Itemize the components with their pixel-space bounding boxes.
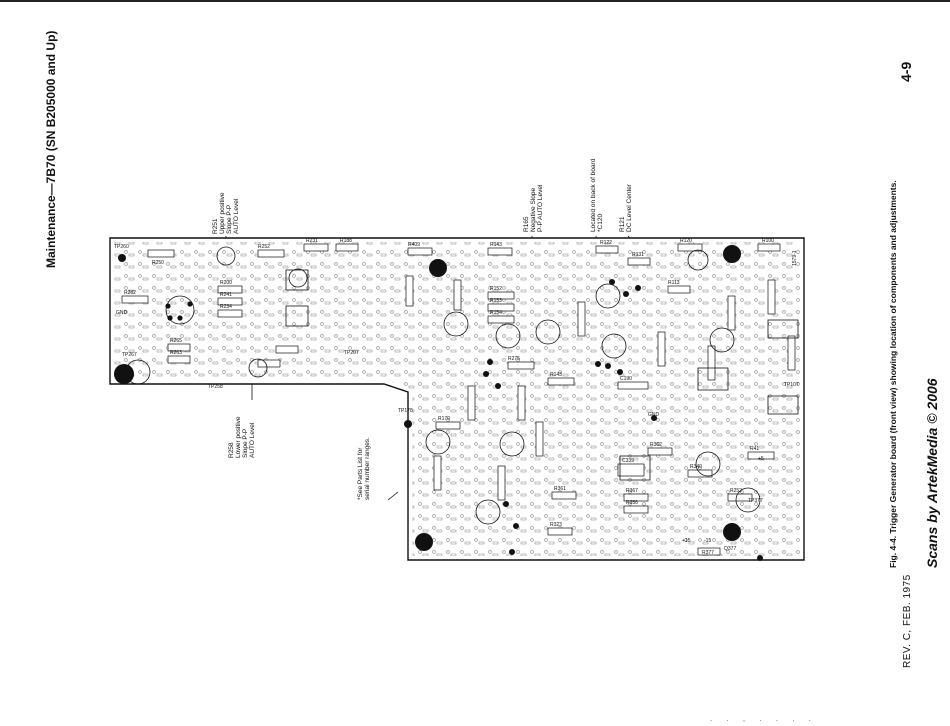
svg-text:R409: R409 [408, 242, 420, 248]
svg-text:TP260: TP260 [114, 244, 129, 250]
svg-text:GND: GND [116, 310, 128, 316]
svg-text:R265: R265 [170, 338, 182, 344]
svg-text:R188: R188 [340, 238, 352, 244]
svg-text:TP258: TP258 [208, 384, 223, 390]
svg-text:TP107: TP107 [784, 382, 799, 388]
svg-text:R282: R282 [124, 290, 136, 296]
top-rule [0, 0, 950, 2]
svg-text:R100: R100 [762, 238, 774, 244]
svg-text:+15: +15 [682, 538, 691, 544]
svg-text:R131: R131 [632, 252, 644, 258]
svg-text:TP178: TP178 [398, 408, 413, 414]
svg-text:TP377: TP377 [748, 498, 763, 504]
svg-text:R153: R153 [490, 298, 502, 304]
svg-text:R263: R263 [170, 350, 182, 356]
svg-text:R250: R250 [152, 260, 164, 266]
svg-text:R231: R231 [306, 238, 318, 244]
svg-text:GND: GND [648, 412, 660, 418]
svg-text:R356: R356 [626, 500, 638, 506]
svg-text:1579-1: 1579-1 [792, 250, 798, 266]
svg-text:R362: R362 [650, 442, 662, 448]
svg-text:R361: R361 [554, 486, 566, 492]
svg-text:R41: R41 [750, 446, 759, 452]
svg-text:-15: -15 [704, 538, 711, 544]
svg-text:R152: R152 [490, 286, 502, 292]
svg-text:C339: C339 [622, 458, 634, 464]
svg-text:TP267: TP267 [122, 352, 137, 358]
scan-specks: . . , . . . . [710, 714, 817, 723]
svg-text:R154: R154 [490, 310, 502, 316]
svg-text:R120: R120 [680, 238, 692, 244]
svg-text:R143: R143 [550, 372, 562, 378]
svg-text:R377: R377 [702, 550, 714, 556]
svg-text:Q377: Q377 [724, 546, 736, 552]
svg-text:R252: R252 [730, 488, 742, 494]
svg-text:R323: R323 [550, 522, 562, 528]
svg-text:R275: R275 [508, 356, 520, 362]
svg-text:R170: R170 [438, 416, 450, 422]
svg-text:R122: R122 [600, 240, 612, 246]
svg-text:R252: R252 [258, 244, 270, 250]
svg-text:C190: C190 [620, 376, 632, 382]
svg-text:R241: R241 [220, 292, 232, 298]
svg-text:+5: +5 [758, 456, 764, 462]
svg-text:R113: R113 [668, 280, 680, 286]
svg-text:R340: R340 [690, 464, 702, 470]
svg-text:R367: R367 [626, 488, 638, 494]
svg-text:R200: R200 [220, 280, 232, 286]
svg-text:R143: R143 [490, 242, 502, 248]
svg-text:R234: R234 [220, 304, 232, 310]
svg-text:TP207: TP207 [344, 350, 359, 356]
